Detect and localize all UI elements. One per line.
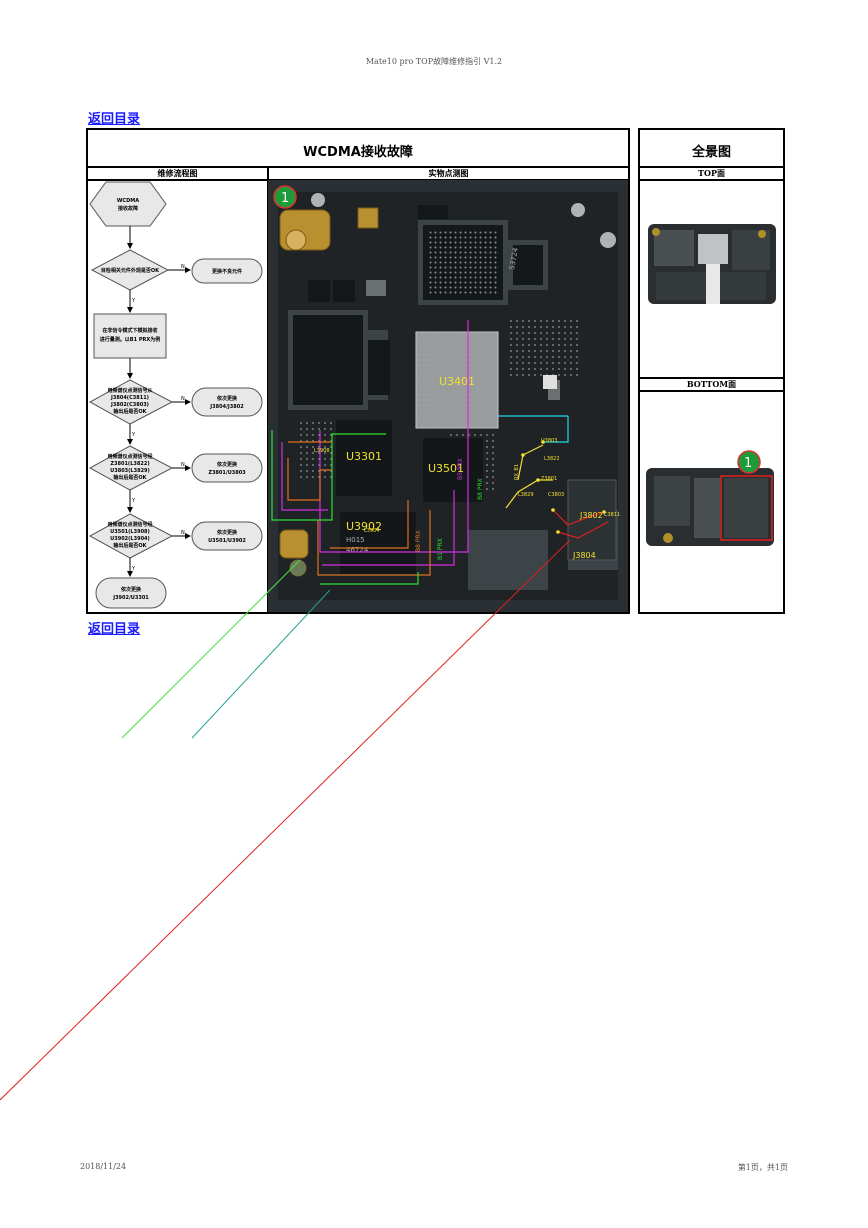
svg-text:J3802(C3803): J3802(C3803) xyxy=(110,402,149,408)
svg-text:L3908: L3908 xyxy=(314,448,330,454)
label-u3301: U3301 xyxy=(346,450,382,463)
flow-end xyxy=(95,577,167,609)
svg-text:进行量测。以B1 PRX为例: 进行量测。以B1 PRX为例 xyxy=(100,336,160,343)
leader-lines xyxy=(0,540,571,1101)
area-badge xyxy=(273,185,297,209)
svg-text:C3803: C3803 xyxy=(548,492,564,498)
svg-text:J3804: J3804 xyxy=(572,551,596,560)
svg-text:用频谱仪点测信号经: 用频谱仪点测信号经 xyxy=(106,453,152,460)
svg-text:L3829: L3829 xyxy=(518,492,534,498)
svg-text:1: 1 xyxy=(744,456,752,471)
svg-text:L3822: L3822 xyxy=(544,456,560,462)
svg-text:Y: Y xyxy=(131,298,136,304)
back-to-toc-link-top[interactable]: 返回目录 xyxy=(88,112,141,127)
main-title: WCDMA接收故障 xyxy=(303,145,413,160)
svg-text:依次更换: 依次更换 xyxy=(217,461,238,468)
svg-text:B1 PRX: B1 PRX xyxy=(437,538,444,560)
pcb-measurement-photo: U3401 U3301 U3501 U3902 H015 46724 53724… xyxy=(268,180,628,612)
svg-text:N: N xyxy=(181,462,185,468)
svg-text:N: N xyxy=(181,264,185,270)
svg-text:L3904: L3904 xyxy=(364,528,380,534)
svg-text:输出后是否OK: 输出后是否OK xyxy=(113,474,147,481)
flow-start xyxy=(89,181,167,227)
back-to-toc-link-bottom[interactable]: 返回目录 xyxy=(88,622,141,637)
repair-flowchart: WCDMA 接收故障 目检相关元件外观是否OK 更换不良元件 在非信令模式下模拟… xyxy=(88,181,263,609)
bottom-side-label: BOTTOM面 xyxy=(686,379,737,389)
svg-text:U3803: U3803 xyxy=(541,438,557,444)
svg-text:1: 1 xyxy=(281,191,289,206)
svg-text:J3802: J3802 xyxy=(579,511,603,520)
flow-replace-bad xyxy=(191,258,263,284)
svg-text:Z3801/U3803: Z3801/U3803 xyxy=(208,470,246,476)
svg-text:Y: Y xyxy=(131,566,136,572)
svg-text:目检相关元件外观是否OK: 目检相关元件外观是否OK xyxy=(101,267,160,274)
svg-text:N: N xyxy=(181,530,185,536)
svg-text:WCDMA: WCDMA xyxy=(117,198,139,204)
top-side-label: TOP面 xyxy=(698,168,725,178)
svg-text:接收故障: 接收故障 xyxy=(117,205,138,212)
svg-text:更换不良元件: 更换不良元件 xyxy=(212,268,242,275)
svg-text:用频谱仪点测信号经: 用频谱仪点测信号经 xyxy=(106,521,152,528)
top-overview-image xyxy=(648,224,776,304)
svg-text:Z3801(L3822): Z3801(L3822) xyxy=(110,461,149,467)
svg-text:依次更换: 依次更换 xyxy=(217,395,238,402)
bottom-overview-image: 1 xyxy=(646,450,774,546)
svg-text:输出后是否OK: 输出后是否OK xyxy=(113,408,147,415)
page-header: Mate10 pro TOP故障维修指引 V1.2 xyxy=(365,57,503,66)
svg-text:B8 PRX: B8 PRX xyxy=(415,530,422,552)
svg-text:依次更换: 依次更换 xyxy=(121,586,142,593)
footer-page: 第1页，共1页 xyxy=(737,1163,788,1172)
svg-text:H015: H015 xyxy=(346,536,365,544)
svg-text:U3501/U3902: U3501/U3902 xyxy=(208,538,246,544)
svg-text:46724: 46724 xyxy=(346,546,369,554)
svg-text:B8 PRX: B8 PRX xyxy=(477,478,484,500)
svg-text:RX_B1: RX_B1 xyxy=(514,464,520,480)
svg-text:Y: Y xyxy=(131,432,136,438)
svg-text:U3803(L3829): U3803(L3829) xyxy=(110,468,150,474)
svg-text:53724: 53724 xyxy=(508,246,520,270)
svg-text:U3902(L3904): U3902(L3904) xyxy=(110,536,150,542)
flow-act2 xyxy=(191,387,263,417)
svg-text:输出后是否OK: 输出后是否OK xyxy=(113,542,147,549)
overview-title: 全景图 xyxy=(691,145,731,160)
svg-text:U3501(L3908): U3501(L3908) xyxy=(110,529,150,535)
label-u3902: U3902 xyxy=(346,520,382,533)
svg-text:J3804(C3811): J3804(C3811) xyxy=(110,395,149,401)
footer-date: 2018/11/24 xyxy=(80,1162,127,1171)
label-u3501: U3501 xyxy=(428,462,464,475)
svg-text:在非信令模式下模拟接收: 在非信令模式下模拟接收 xyxy=(102,327,157,334)
label-u3401: U3401 xyxy=(439,375,475,388)
photo-header: 实物点测图 xyxy=(428,168,469,178)
flow-header: 维修流程图 xyxy=(157,168,198,178)
svg-text:Z3801: Z3801 xyxy=(541,476,557,482)
svg-text:Y: Y xyxy=(131,498,136,504)
flow-act3 xyxy=(191,453,263,483)
svg-text:用频谱仪点测信号从: 用频谱仪点测信号从 xyxy=(106,387,152,394)
svg-text:C3811: C3811 xyxy=(604,512,620,518)
svg-text:J3804/J3802: J3804/J3802 xyxy=(209,404,244,410)
svg-text:依次更换: 依次更换 xyxy=(217,529,238,536)
svg-text:B5 PRX: B5 PRX xyxy=(457,458,464,480)
svg-text:J3902/U3301: J3902/U3301 xyxy=(112,595,149,601)
flow-note xyxy=(93,313,167,359)
svg-text:N: N xyxy=(181,396,185,402)
flow-act4 xyxy=(191,521,263,551)
